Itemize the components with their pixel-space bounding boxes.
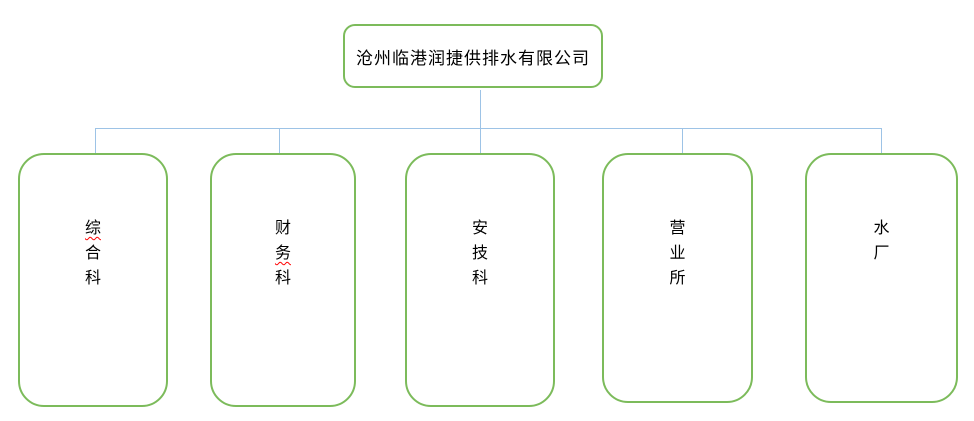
connector-drop-general-affairs bbox=[95, 129, 96, 154]
connector-drop-finance bbox=[279, 129, 280, 154]
dept-char: 综 bbox=[84, 218, 101, 237]
dept-char: 合 bbox=[84, 243, 101, 262]
dept-char: 科 bbox=[84, 268, 101, 287]
root-box-label: 沧州临港润捷供排水有限公司 bbox=[356, 48, 590, 69]
connector-horizontal bbox=[95, 128, 882, 129]
dept-box-business-office: 营 业 所 bbox=[602, 153, 753, 403]
dept-char: 安 bbox=[471, 218, 488, 237]
root-box: 沧州临港润捷供排水有限公司 bbox=[343, 24, 603, 88]
dept-char: 科 bbox=[274, 268, 291, 287]
dept-char: 业 bbox=[669, 243, 686, 262]
dept-label-water-plant: 水 厂 bbox=[873, 155, 889, 401]
dept-label-general-affairs: 综 合 科 bbox=[85, 155, 101, 405]
connector-drop-business-office bbox=[682, 129, 683, 154]
connector-trunk bbox=[480, 90, 481, 129]
dept-box-safety-tech: 安 技 科 bbox=[405, 153, 555, 407]
dept-char: 财 bbox=[274, 218, 291, 237]
dept-char: 所 bbox=[669, 268, 686, 287]
dept-label-safety-tech: 安 技 科 bbox=[472, 155, 488, 405]
dept-char: 技 bbox=[471, 243, 488, 262]
dept-char: 科 bbox=[471, 268, 488, 287]
dept-label-business-office: 营 业 所 bbox=[669, 155, 685, 401]
dept-char: 水 bbox=[873, 218, 890, 237]
dept-char: 厂 bbox=[873, 243, 890, 262]
dept-box-general-affairs: 综 合 科 bbox=[18, 153, 168, 407]
connector-drop-safety-tech bbox=[480, 129, 481, 154]
dept-label-finance: 财 务 科 bbox=[275, 155, 291, 405]
connector-drop-water-plant bbox=[881, 129, 882, 154]
dept-box-water-plant: 水 厂 bbox=[805, 153, 958, 403]
dept-char: 营 bbox=[669, 218, 686, 237]
dept-char: 务 bbox=[274, 243, 291, 262]
dept-box-finance: 财 务 科 bbox=[210, 153, 356, 407]
